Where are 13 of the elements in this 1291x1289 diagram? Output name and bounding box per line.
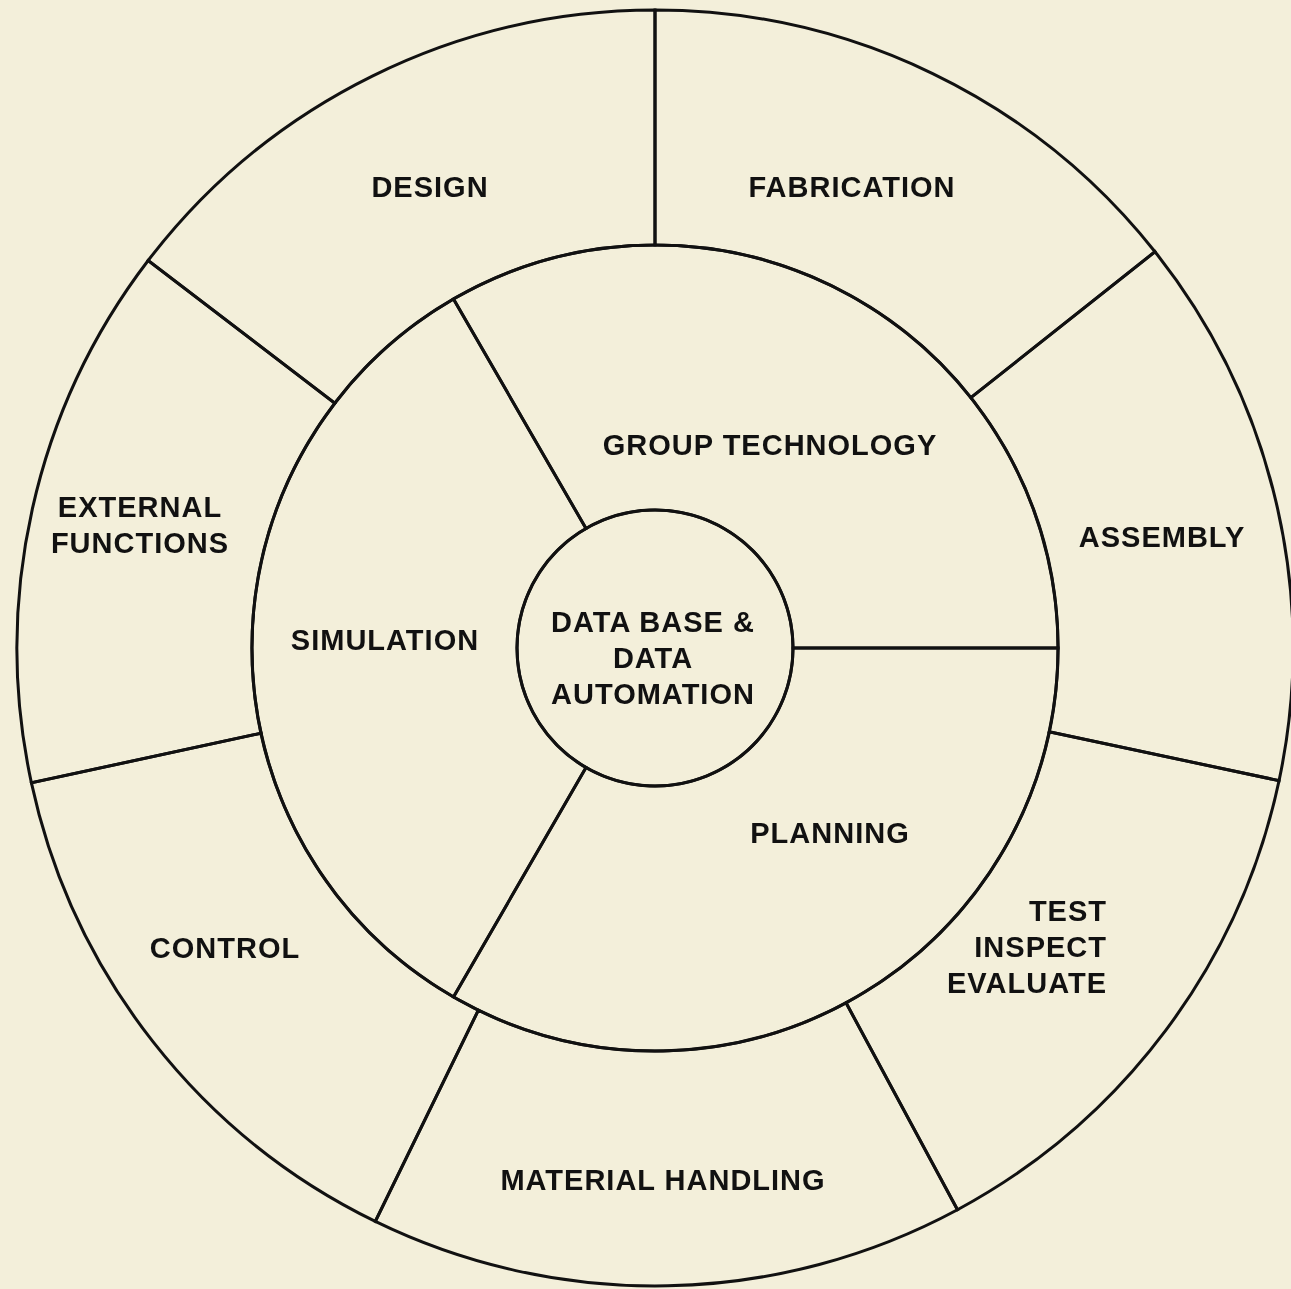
sector-label: FABRICATION (748, 169, 956, 205)
sector-label: PLANNING (750, 815, 910, 851)
hub-circle (515, 508, 795, 788)
sector-label: DATA BASE & DATA AUTOMATION (550, 604, 756, 713)
sector-label: DESIGN (371, 169, 489, 205)
ring-sector (373, 1001, 959, 1288)
sector-label: MATERIAL HANDLING (500, 1162, 826, 1198)
sector-label: GROUP TECHNOLOGY (602, 427, 938, 463)
sector-label: CONTROL (149, 930, 301, 966)
sector-label: TEST INSPECT EVALUATE (946, 893, 1107, 1002)
sector-label: ASSEMBLY (1078, 519, 1246, 555)
sector-label: EXTERNAL FUNCTIONS (49, 489, 231, 561)
sector-label: SIMULATION (290, 622, 480, 658)
